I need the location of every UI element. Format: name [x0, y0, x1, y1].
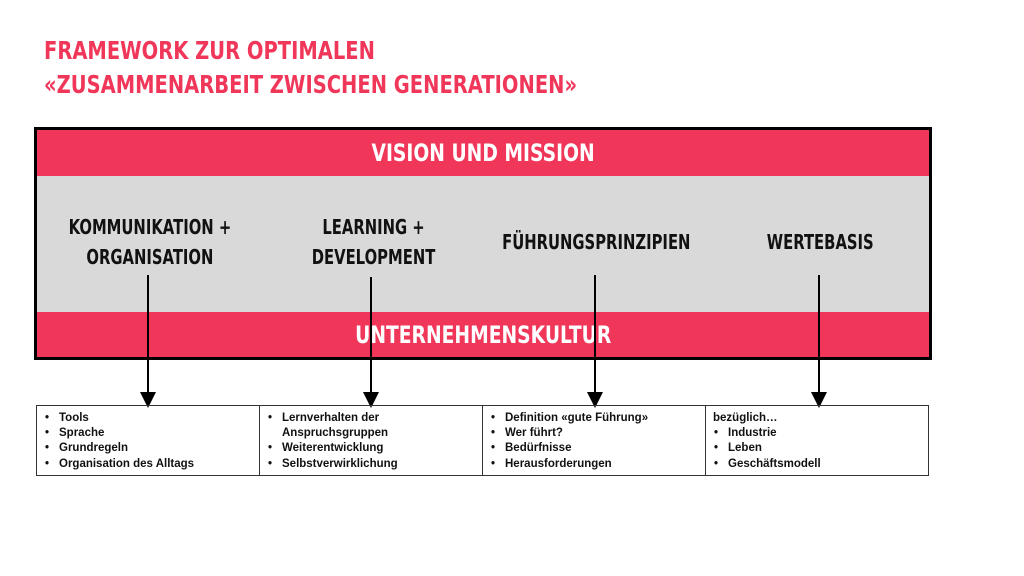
detail-box-lead: bezüglich… — [713, 412, 778, 424]
detail-boxes: Tools Sprache Grundregeln Organisation d… — [36, 405, 929, 476]
detail-box-wertebasis: bezüglich… Industrie Leben Geschäftsmode… — [706, 406, 928, 475]
pillar-fuehrung: Führungsprinzipien — [483, 210, 709, 274]
title-line-2: «Zusammenarbeit zwischen Generationen» — [44, 70, 578, 99]
unternehmenskultur-band: Unternehmenskultur — [37, 312, 929, 357]
pillar-learning-label: Learning + Development — [312, 215, 436, 269]
list-item: Geschäftsmodell — [712, 457, 922, 472]
pillar-wertebasis-label: Wertebasis — [766, 230, 874, 254]
list-item: Selbstverwirklichung — [266, 457, 476, 472]
list-item: Herausforderungen — [489, 457, 699, 472]
unternehmenskultur-label: Unternehmenskultur — [354, 320, 612, 349]
list-item: Leben — [712, 441, 922, 456]
pillar-learning: Learning + Development — [261, 210, 487, 274]
framework-frame: Vision und Mission Kommunikation + Organ… — [34, 127, 932, 360]
vision-mission-band: Vision und Mission — [37, 130, 929, 176]
detail-box-fuehrung: Definition «gute Führung» Wer führt? Bed… — [483, 406, 706, 475]
list-item: Grundregeln — [43, 441, 253, 456]
list-item: Industrie — [712, 426, 922, 441]
pillar-fuehrung-label: Führungsprinzipien — [501, 230, 691, 254]
detail-box-kommunikation: Tools Sprache Grundregeln Organisation d… — [37, 406, 260, 475]
list-item: Weiterentwicklung — [266, 441, 476, 456]
title-line-1: Framework zur optimalen — [44, 36, 375, 65]
page-title: Framework zur optimalen «Zusammenarbeit … — [44, 34, 577, 102]
list-item: Organisation des Alltags — [43, 457, 253, 472]
vision-mission-label: Vision und Mission — [371, 139, 595, 167]
list-item: Wer führt? — [489, 426, 699, 441]
pillar-wertebasis: Wertebasis — [707, 210, 933, 274]
detail-box-learning: Lernverhalten der Anspruchsgruppen Weite… — [260, 406, 483, 475]
list-item-continuation: Anspruchsgruppen — [282, 427, 389, 440]
list-item: Definition «gute Führung» — [489, 411, 699, 426]
list-item: Sprache — [43, 426, 253, 441]
pillar-kommunikation-label: Kommunikation + Organisation — [68, 215, 232, 269]
list-item: Tools — [43, 411, 253, 426]
pillar-kommunikation: Kommunikation + Organisation — [37, 210, 263, 274]
list-item: Lernverhalten der — [266, 411, 476, 426]
list-item: Bedürfnisse — [489, 441, 699, 456]
